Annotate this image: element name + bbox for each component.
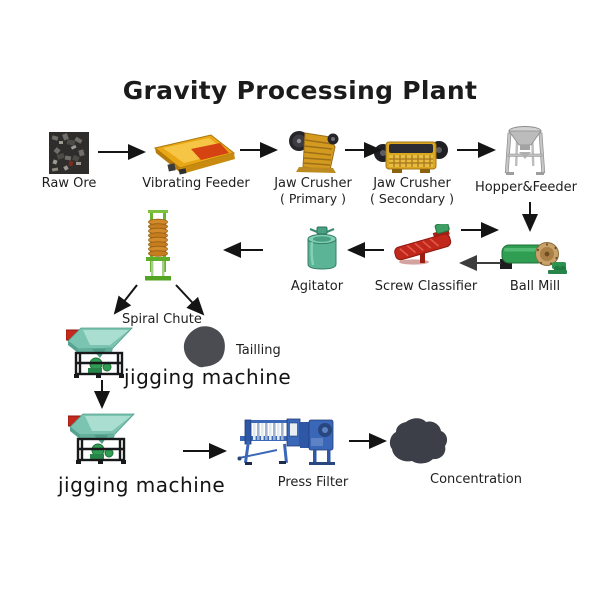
jaw-crusher-secondary-icon xyxy=(374,141,448,173)
screw-classifier-icon xyxy=(394,224,452,265)
jaw-crusher-primary-sublabel: ( Primary ) xyxy=(279,190,346,206)
arrow-spiral-chute-to-tailing xyxy=(175,284,205,316)
screw-classifier-label: Screw Classifier xyxy=(374,279,478,294)
vibrating-feeder-label: Vibrating Feeder xyxy=(142,176,250,191)
agitator-label: Agitator xyxy=(290,279,344,294)
hopper-feeder-icon xyxy=(504,126,546,175)
tailing-label: Tailling xyxy=(236,343,281,358)
jaw-crusher-primary-label: Jaw Crusher ( Primary ) xyxy=(266,176,360,206)
raw-ore-label: Raw Ore xyxy=(41,176,97,191)
ball-mill-icon xyxy=(500,242,567,274)
hopper-feeder-label: Hopper&Feeder xyxy=(474,180,578,195)
jaw-crusher-primary-icon xyxy=(289,131,339,173)
press-filter-label: Press Filter xyxy=(277,475,349,490)
page-title: Gravity Processing Plant xyxy=(122,76,478,105)
jigging-machine-2-icon xyxy=(68,413,135,464)
jaw-crusher-secondary-label: Jaw Crusher ( Secondary ) xyxy=(364,176,460,206)
concentration-ore-blob xyxy=(389,418,448,464)
jaw-crusher-secondary-sublabel: ( Secondary ) xyxy=(370,190,454,206)
tailing-ore-blob xyxy=(183,326,225,368)
ball-mill-label: Ball Mill xyxy=(509,279,561,294)
spiral-chute-icon xyxy=(145,210,171,281)
jigging-machine-1-label: jigging machine xyxy=(124,365,292,389)
jigging-machine-1-icon xyxy=(66,327,133,378)
raw-ore-icon xyxy=(49,132,89,174)
spiral-chute-label: Spiral Chute xyxy=(122,312,202,327)
arrow-spiral-chute-to-jigging-machine xyxy=(113,284,138,315)
press-filter-icon xyxy=(237,418,335,465)
agitator-icon xyxy=(307,226,337,270)
concentration-label: Concentration xyxy=(430,472,522,487)
vibrating-feeder-icon xyxy=(154,134,236,175)
jigging-machine-2-label: jigging machine xyxy=(58,473,226,497)
